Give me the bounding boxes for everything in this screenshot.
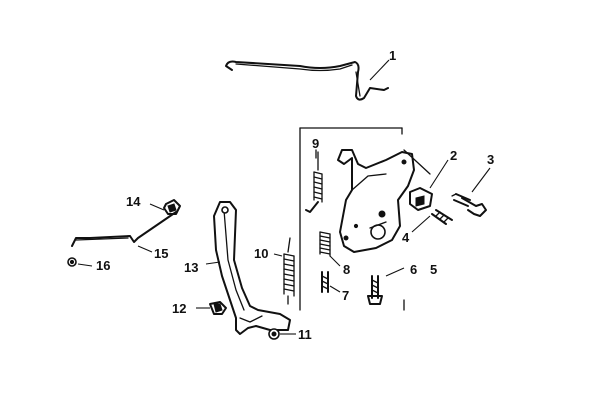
part-4-screw xyxy=(411,209,453,233)
part-11-nut xyxy=(268,328,296,340)
callout-9: 9 xyxy=(312,136,319,151)
part-3-bolt xyxy=(451,167,491,217)
part-5-panel-outline xyxy=(299,127,431,311)
callout-2: 2 xyxy=(450,148,457,163)
callout-12: 12 xyxy=(172,301,186,316)
callout-13: 13 xyxy=(184,260,198,275)
part-15-link-rod xyxy=(71,211,177,253)
part-14-clip xyxy=(149,199,181,215)
part-10-spring xyxy=(273,237,295,305)
part-2-clip xyxy=(409,187,433,211)
callout-8: 8 xyxy=(343,262,350,277)
callout-10: 10 xyxy=(254,246,268,261)
callout-7: 7 xyxy=(342,288,349,303)
part-7-screw xyxy=(321,271,341,293)
part-2-control-bracket xyxy=(337,149,449,253)
part-6-screw xyxy=(367,267,405,305)
callout-15: 15 xyxy=(154,246,168,261)
callout-14: 14 xyxy=(126,194,141,209)
callout-1: 1 xyxy=(389,48,396,63)
callout-4: 4 xyxy=(402,230,410,245)
callout-5: 5 xyxy=(430,262,437,277)
part-8-spring xyxy=(319,231,341,267)
callout-3: 3 xyxy=(487,152,494,167)
part-12-bushing xyxy=(196,301,227,315)
part-16-nut xyxy=(67,257,93,267)
part-1-control-rod xyxy=(225,59,390,101)
callout-6: 6 xyxy=(410,262,417,277)
part-9-spring xyxy=(305,149,323,213)
callout-16: 16 xyxy=(96,258,110,273)
callout-11: 11 xyxy=(298,327,312,342)
